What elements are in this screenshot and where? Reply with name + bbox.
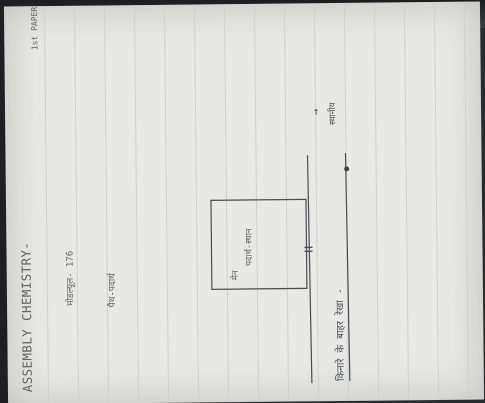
box-label-line1: मेन — [230, 270, 241, 281]
arrow-icon: → — [309, 108, 323, 116]
tick-marks — [304, 246, 313, 252]
section-heading: पैथ-पदार्थ — [107, 273, 119, 308]
page-title: ASSEMBLY CHEMISTRY- — [18, 241, 35, 393]
pen-sketch — [210, 152, 351, 384]
lower-line — [344, 152, 351, 381]
drawn-rectangle — [210, 198, 308, 290]
notebook-page: ASSEMBLY CHEMISTRY- 1st PAPER-174- मोडल्… — [3, 1, 485, 403]
point-dot — [344, 166, 350, 172]
box-label-line2: पदार्थ-स्थान — [244, 228, 255, 266]
upper-line — [306, 155, 313, 384]
line-label: किनारे के बाहर रेखा - — [334, 288, 347, 382]
module-code: मोडल्यूल- 176 — [65, 250, 77, 306]
arrow-label: स्थानीय — [327, 102, 339, 126]
page-title-continuation: 1st PAPER-174- — [29, 1, 40, 51]
